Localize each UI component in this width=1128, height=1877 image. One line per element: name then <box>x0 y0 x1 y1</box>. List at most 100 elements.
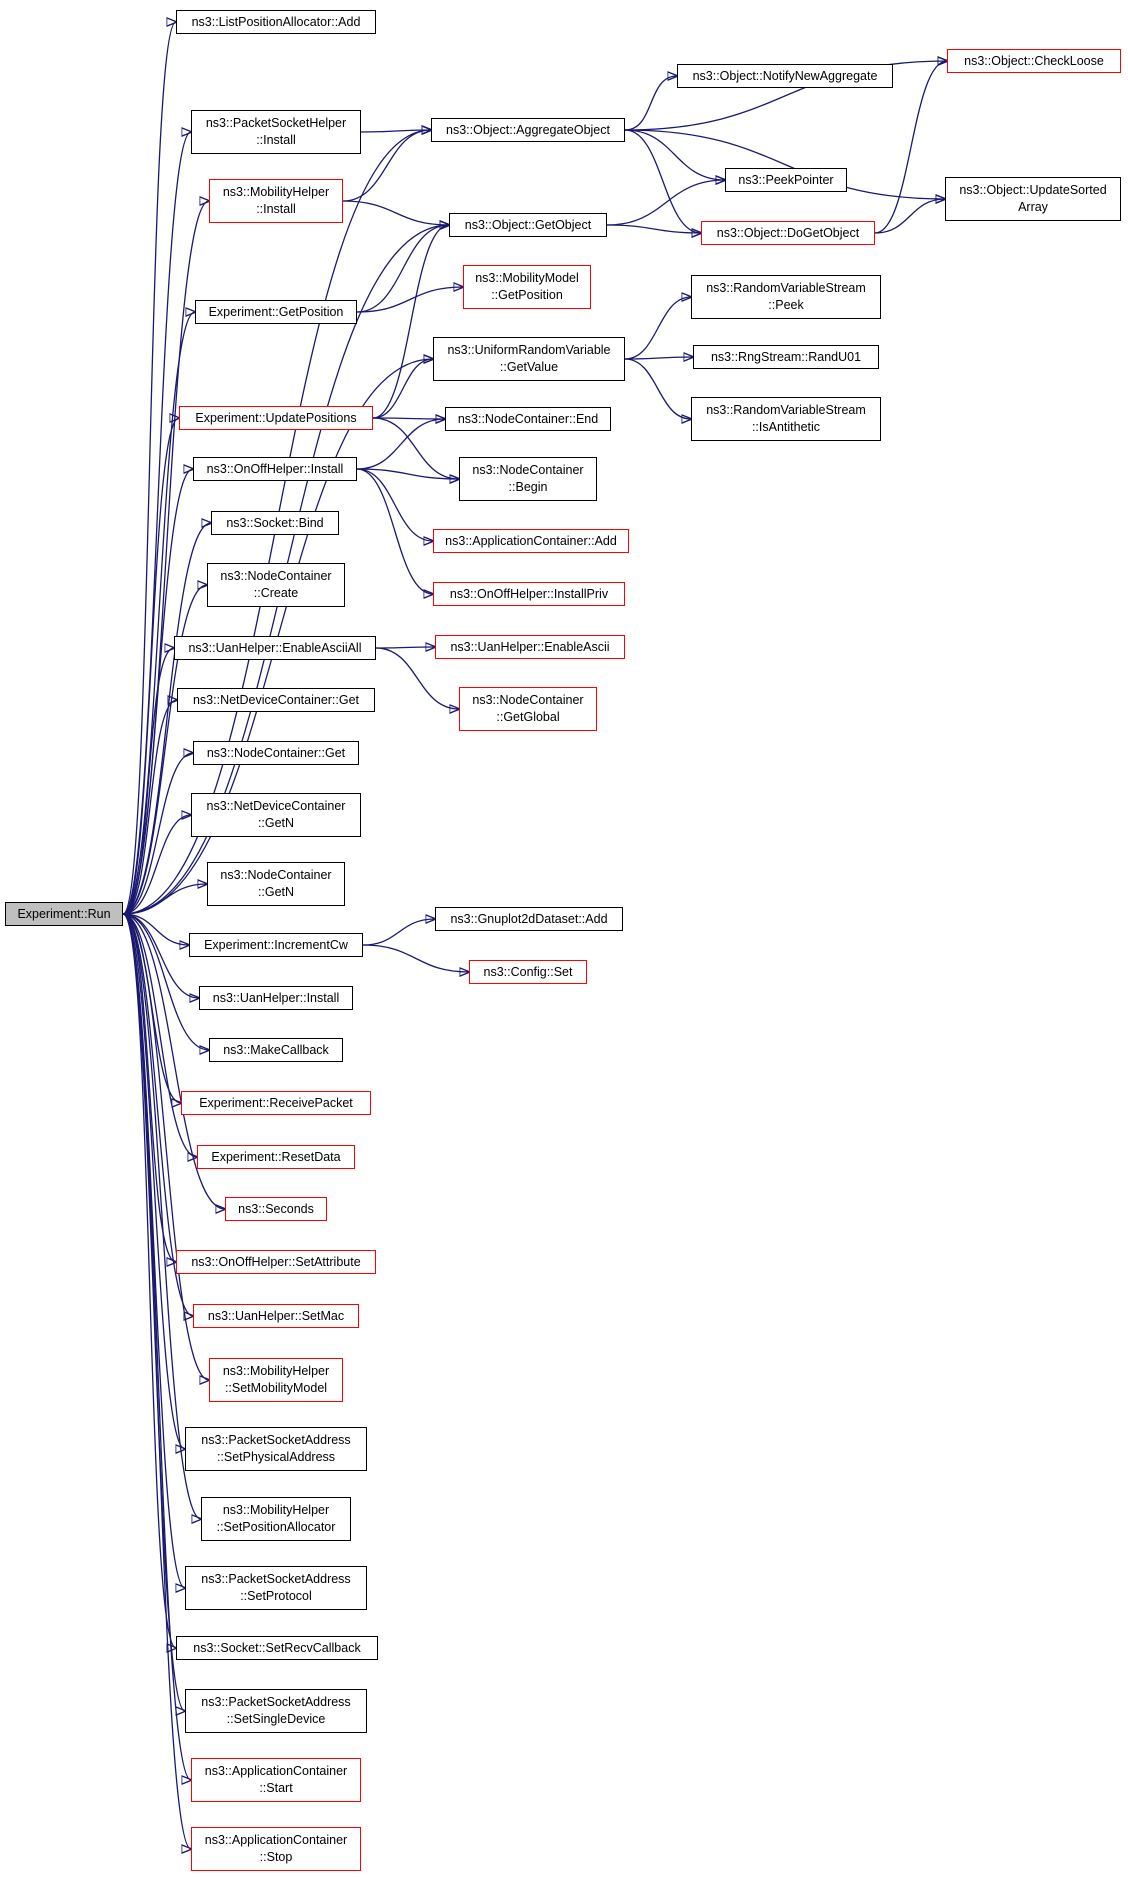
node-label: ::GetGlobal <box>496 710 560 724</box>
node-label: ns3::Object::DoGetObject <box>716 225 860 240</box>
node-nodecontainer-getn[interactable]: ns3::NodeContainer::GetN <box>207 862 345 906</box>
edge-object-aggregate-to-object-dogetobject <box>624 129 701 233</box>
edge-onoff-install-to-onoff-install-priv <box>356 468 433 594</box>
node-nodecontainer-end[interactable]: ns3::NodeContainer::End <box>445 407 611 431</box>
node-nodecontainer-getglobal[interactable]: ns3::NodeContainer::GetGlobal <box>459 687 597 731</box>
edge-exp-run-to-exp-get-position <box>122 312 195 915</box>
node-label: ::GetPosition <box>491 288 563 302</box>
node-object-getobject[interactable]: ns3::Object::GetObject <box>449 213 607 237</box>
edge-exp-run-to-mobility-set-pos-alloc <box>122 913 201 1519</box>
node-config-set[interactable]: ns3::Config::Set <box>469 960 587 984</box>
node-label: Experiment::UpdatePositions <box>195 410 357 425</box>
edge-exp-run-to-mobility-set-model <box>122 913 209 1380</box>
edge-exp-run-to-nodecontainer-get <box>122 753 193 915</box>
node-nodecontainer-begin[interactable]: ns3::NodeContainer::Begin <box>459 457 597 501</box>
edge-onoff-install-to-nodecontainer-begin <box>356 468 459 479</box>
node-object-checkloose[interactable]: ns3::Object::CheckLoose <box>947 49 1121 73</box>
node-label: ::SetSingleDevice <box>226 1712 326 1726</box>
node-exp-increment-cw[interactable]: Experiment::IncrementCw <box>189 933 363 957</box>
edge-exp-run-to-uan-set-mac <box>122 913 193 1316</box>
edge-exp-run-to-packet-socket-helper-install <box>122 132 191 915</box>
node-label: ::SetPhysicalAddress <box>216 1450 336 1464</box>
node-onoff-install[interactable]: ns3::OnOffHelper::Install <box>193 457 357 481</box>
node-label: ns3::Object::CheckLoose <box>964 53 1104 68</box>
node-uan-enable-ascii-all[interactable]: ns3::UanHelper::EnableAsciiAll <box>174 636 376 660</box>
edge-exp-run-to-psa-set-physical <box>122 913 185 1449</box>
node-label: ns3::NodeContainer::End <box>457 411 599 426</box>
node-label: Array <box>1018 200 1048 214</box>
node-onoff-install-priv[interactable]: ns3::OnOffHelper::InstallPriv <box>433 582 625 606</box>
node-label: ns3::MobilityHelper <box>222 1364 330 1378</box>
node-mobility-model-getpos[interactable]: ns3::MobilityModel::GetPosition <box>463 265 591 309</box>
node-psa-set-protocol[interactable]: ns3::PacketSocketAddress::SetProtocol <box>185 1566 367 1610</box>
node-label: ns3::ApplicationContainer <box>204 1764 348 1778</box>
node-peek-pointer[interactable]: ns3::PeekPointer <box>725 168 847 192</box>
node-label: ::Peek <box>768 298 804 312</box>
node-socket-bind[interactable]: ns3::Socket::Bind <box>211 511 339 535</box>
edge-mobility-helper-install-to-object-aggregate <box>342 130 431 202</box>
node-psa-set-single-device[interactable]: ns3::PacketSocketAddress::SetSingleDevic… <box>185 1689 367 1733</box>
node-make-callback[interactable]: ns3::MakeCallback <box>209 1038 343 1062</box>
edge-exp-increment-cw-to-config-set <box>362 944 469 972</box>
edge-uniform-rv-getvalue-to-rvs-is-antithetic <box>624 358 691 419</box>
node-label: ns3::Config::Set <box>483 964 573 979</box>
node-label: Experiment::IncrementCw <box>204 937 348 952</box>
edge-uan-enable-ascii-all-to-uan-enable-ascii <box>375 647 435 648</box>
edge-exp-run-to-seconds <box>122 913 225 1209</box>
node-label: ns3::RandomVariableStream <box>706 281 866 295</box>
edge-exp-update-positions-to-object-getobject <box>372 225 449 419</box>
node-label: ::Install <box>256 133 296 147</box>
node-seconds[interactable]: ns3::Seconds <box>225 1197 327 1221</box>
node-exp-update-positions[interactable]: Experiment::UpdatePositions <box>179 406 373 430</box>
node-exp-get-position[interactable]: Experiment::GetPosition <box>195 300 357 324</box>
node-netdevice-get[interactable]: ns3::NetDeviceContainer::Get <box>177 688 375 712</box>
node-label: ns3::MobilityModel <box>475 271 579 285</box>
node-rvs-is-antithetic[interactable]: ns3::RandomVariableStream::IsAntithetic <box>691 397 881 441</box>
node-nodecontainer-get[interactable]: ns3::NodeContainer::Get <box>193 741 359 765</box>
node-label: ns3::ApplicationContainer::Add <box>445 533 617 548</box>
node-label: ns3::Socket::Bind <box>226 515 324 530</box>
edge-exp-get-position-to-object-getobject <box>356 225 449 313</box>
node-socket-set-recv-callback[interactable]: ns3::Socket::SetRecvCallback <box>176 1636 378 1660</box>
node-gnuplot-add[interactable]: ns3::Gnuplot2dDataset::Add <box>435 907 623 931</box>
edge-exp-run-to-netdevice-getn <box>122 815 191 915</box>
edge-exp-increment-cw-to-gnuplot-add <box>362 919 435 946</box>
node-object-aggregate[interactable]: ns3::Object::AggregateObject <box>431 118 625 142</box>
edge-object-dogetobject-to-object-checkloose <box>874 61 947 234</box>
node-label: ns3::MobilityHelper <box>222 1503 330 1517</box>
node-label: ns3::OnOffHelper::Install <box>206 461 344 476</box>
node-label: ns3::UanHelper::EnableAsciiAll <box>188 640 362 655</box>
node-label: ns3::UanHelper::Install <box>212 990 340 1005</box>
node-mobility-set-pos-alloc[interactable]: ns3::MobilityHelper::SetPositionAllocato… <box>201 1497 351 1541</box>
node-object-notify-new-aggregate[interactable]: ns3::Object::NotifyNewAggregate <box>677 64 893 88</box>
node-mobility-helper-install[interactable]: ns3::MobilityHelper::Install <box>209 179 343 223</box>
node-uan-set-mac[interactable]: ns3::UanHelper::SetMac <box>193 1304 359 1328</box>
edge-exp-run-to-appcontainer-stop <box>122 913 191 1849</box>
node-packet-socket-helper-install[interactable]: ns3::PacketSocketHelper::Install <box>191 110 361 154</box>
node-psa-set-physical[interactable]: ns3::PacketSocketAddress::SetPhysicalAdd… <box>185 1427 367 1471</box>
node-onoff-set-attribute[interactable]: ns3::OnOffHelper::SetAttribute <box>176 1250 376 1274</box>
node-uan-install[interactable]: ns3::UanHelper::Install <box>199 986 353 1010</box>
node-netdevice-getn[interactable]: ns3::NetDeviceContainer::GetN <box>191 793 361 837</box>
node-exp-reset-data[interactable]: Experiment::ResetData <box>197 1145 355 1169</box>
edge-exp-update-positions-to-nodecontainer-begin <box>372 417 459 479</box>
node-label: ns3::PacketSocketAddress <box>201 1433 351 1447</box>
node-exp-receive-packet[interactable]: Experiment::ReceivePacket <box>181 1091 371 1115</box>
node-mobility-set-model[interactable]: ns3::MobilityHelper::SetMobilityModel <box>209 1358 343 1402</box>
node-rvs-peek[interactable]: ns3::RandomVariableStream::Peek <box>691 275 881 319</box>
node-appcontainer-start[interactable]: ns3::ApplicationContainer::Start <box>191 1758 361 1802</box>
node-label: ::GetN <box>257 816 295 830</box>
node-nodecontainer-create[interactable]: ns3::NodeContainer::Create <box>207 563 345 607</box>
node-appcontainer-stop[interactable]: ns3::ApplicationContainer::Stop <box>191 1827 361 1871</box>
node-uniform-rv-getvalue[interactable]: ns3::UniformRandomVariable::GetValue <box>433 337 625 381</box>
node-list-pos-add[interactable]: ns3::ListPositionAllocator::Add <box>176 10 376 34</box>
node-rngstream-randu01[interactable]: ns3::RngStream::RandU01 <box>693 345 879 369</box>
node-label: ::SetProtocol <box>240 1589 312 1603</box>
node-appcontainer-add[interactable]: ns3::ApplicationContainer::Add <box>433 529 629 553</box>
node-exp-run: Experiment::Run <box>5 902 123 926</box>
node-object-dogetobject[interactable]: ns3::Object::DoGetObject <box>701 221 875 245</box>
node-uan-enable-ascii[interactable]: ns3::UanHelper::EnableAscii <box>435 635 625 659</box>
node-label: ns3::NetDeviceContainer <box>206 799 346 813</box>
